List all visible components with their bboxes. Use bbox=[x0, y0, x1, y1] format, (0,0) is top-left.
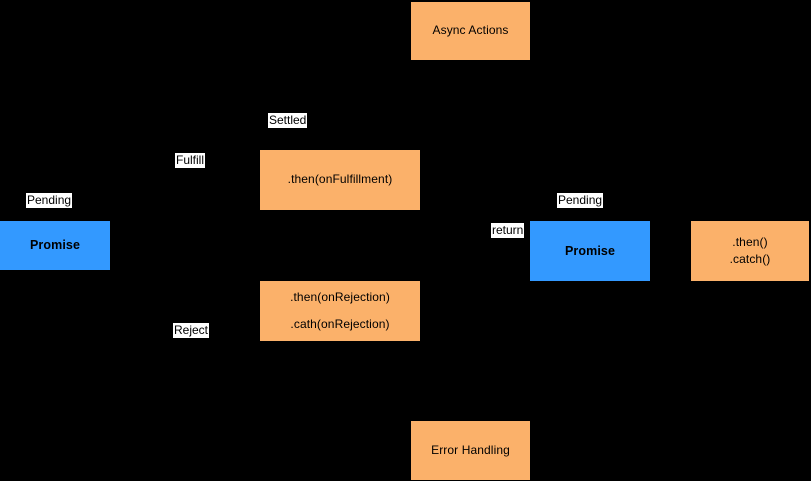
node-label: Promise bbox=[564, 243, 616, 258]
node-label: Async Actions bbox=[432, 23, 509, 38]
node-label: Error Handling bbox=[431, 442, 510, 457]
node-promise-left[interactable]: Promise bbox=[0, 221, 110, 270]
node-then-cath-on-rejection[interactable]: .then(onRejection) .cath(onRejection) bbox=[260, 281, 420, 341]
node-label-line-2: .catch() bbox=[729, 252, 771, 266]
node-label-line-1: .then(onRejection) bbox=[290, 290, 390, 305]
node-label-line-1: .then() bbox=[732, 234, 768, 249]
node-async-actions[interactable]: Async Actions bbox=[411, 2, 530, 60]
edge-label-pending-left: Pending bbox=[26, 193, 73, 208]
node-label: .then(onFulfillment) bbox=[287, 172, 393, 187]
edge-label-settled: Settled bbox=[268, 113, 308, 128]
node-then-on-fulfillment[interactable]: .then(onFulfillment) bbox=[260, 150, 420, 210]
node-promise-right[interactable]: Promise bbox=[530, 221, 650, 281]
edge-label-pending-right: Pending bbox=[557, 193, 604, 208]
node-error-handling[interactable]: Error Handling bbox=[411, 421, 530, 480]
edge-label-fulfill: Fulfill bbox=[175, 153, 206, 168]
node-then-catch[interactable]: .then() .catch() bbox=[691, 221, 809, 281]
edge-label-reject: Reject bbox=[173, 323, 210, 338]
node-label: Promise bbox=[29, 238, 81, 253]
node-label-line-2: .cath(onRejection) bbox=[290, 316, 390, 331]
edge-label-return: return bbox=[491, 223, 525, 238]
